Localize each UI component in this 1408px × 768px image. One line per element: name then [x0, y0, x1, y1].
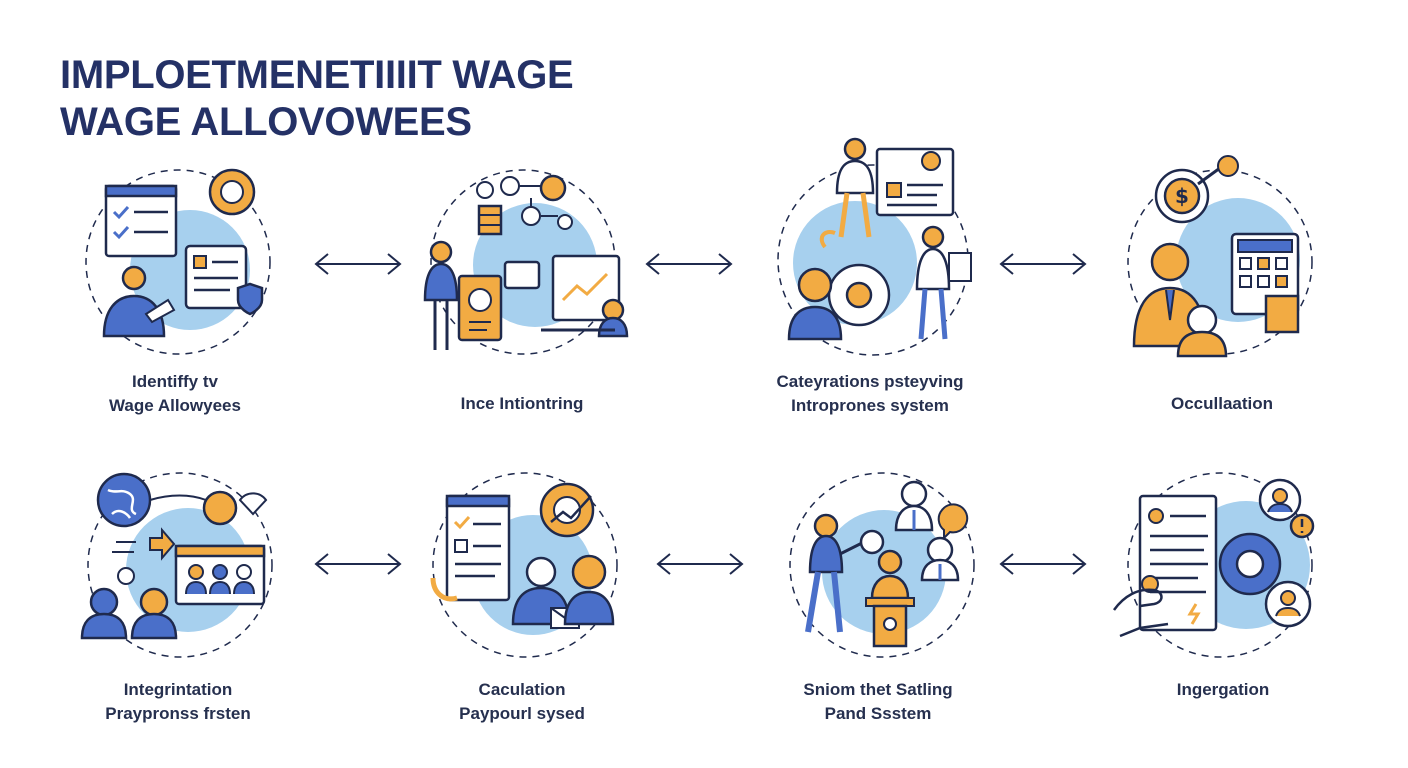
- step-7: [762, 460, 1002, 670]
- checklist-gear-person-icon: [85, 168, 271, 355]
- step-3-label-line-1: Cateyrations psteyving: [776, 372, 964, 391]
- document-gear-people-icon: [430, 472, 618, 658]
- double-arrow-icon: [999, 553, 1087, 575]
- step-1-label: Identiffy tv Wage Allowyees: [25, 370, 325, 418]
- step-3-label-line-2: Introprones system: [791, 396, 949, 415]
- step-5-label: Integrintation Praypronss frsten: [28, 678, 328, 726]
- double-arrow-icon: [656, 553, 744, 575]
- svg-text:$: $: [1175, 184, 1189, 208]
- step-2: [405, 150, 645, 370]
- page-title: IMPLOETMENETIIIIT WAGE WAGE ALLOVOWEES: [60, 52, 574, 146]
- step-5-label-line-1: Integrintation: [123, 680, 233, 699]
- money-network-presenter-icon: [423, 169, 629, 355]
- step-6-label: Caculation Paypourl sysed: [372, 678, 672, 726]
- double-arrow-icon: [645, 253, 733, 275]
- document-gear-hand-icon: [1112, 472, 1315, 658]
- title-line-2: WAGE ALLOVOWEES: [60, 100, 472, 144]
- dollar-calculator-person-icon: $: [1127, 155, 1313, 358]
- step-4: $: [1098, 150, 1338, 370]
- step-8-label-line-1: Ingergation: [1176, 680, 1270, 699]
- step-7-label: Sniom thet Satling Pand Ssstem: [728, 678, 1028, 726]
- step-4-label-line-1: Occullaation: [1170, 394, 1274, 413]
- step-8: [1100, 460, 1340, 670]
- step-4-label: Occullaation: [1072, 392, 1372, 416]
- step-3-label: Cateyrations psteyving Introprones syste…: [720, 370, 1020, 418]
- step-6-label-line-1: Caculation: [478, 680, 566, 699]
- title-line-1: IMPLOETMENETIIIIT WAGE: [60, 53, 574, 97]
- globe-meeting-people-icon: [80, 472, 273, 658]
- step-6: [405, 460, 645, 670]
- step-7-label-line-2: Pand Ssstem: [824, 704, 932, 723]
- double-arrow-icon: [314, 253, 402, 275]
- step-6-label-line-2: Paypourl sysed: [459, 704, 585, 723]
- step-8-label: Ingergation: [1073, 678, 1373, 702]
- step-3: [755, 135, 995, 360]
- step-7-label-line-1: Sniom thet Satling: [803, 680, 953, 699]
- double-arrow-icon: [999, 253, 1087, 275]
- step-1-label-line-1: Identiffy tv: [132, 372, 218, 391]
- presenter-podium-people-icon: [789, 472, 975, 658]
- step-1-label-line-2: Wage Allowyees: [109, 396, 241, 415]
- step-5: [60, 460, 300, 670]
- profile-gear-people-icon: [777, 137, 972, 356]
- double-arrow-icon: [314, 553, 402, 575]
- step-5-label-line-2: Praypronss frsten: [105, 704, 251, 723]
- step-2-label-line-1: Ince Intiontring: [460, 394, 584, 413]
- step-2-label: Ince Intiontring: [372, 392, 672, 416]
- step-1: [60, 150, 300, 370]
